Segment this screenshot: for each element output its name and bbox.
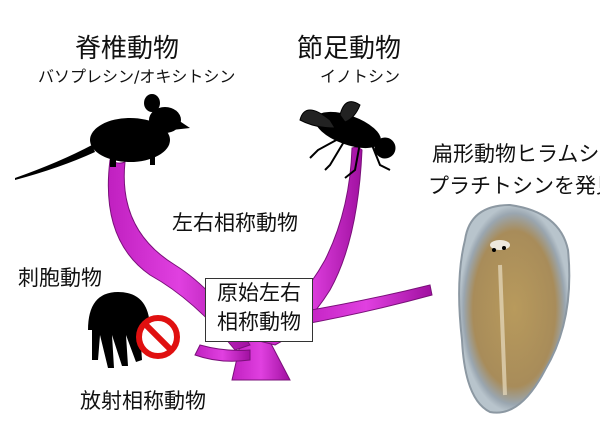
urbilateria-line2: 相称動物 [217,310,301,334]
branch-flatworm [299,284,433,326]
vertebrates-label: 脊椎動物 [75,34,180,64]
cnidaria-label: 刺胞動物 [18,266,102,290]
urbilateria-box: 原始左右 相称動物 [205,278,313,342]
flatworm-image [458,203,571,414]
vertebrates-hormone-label: バソプレシン/オキシトシン [38,67,236,86]
branch-cnidaria [194,344,251,362]
flatworm-label: 扁形動物ヒラムシ [432,142,600,166]
mouse-silhouette [15,94,190,180]
bilateria-label: 左右相称動物 [172,211,298,235]
urbilateria-line1: 原始左右 [217,281,301,305]
arthropods-label: 節足動物 [297,34,402,64]
prohibited-icon [136,315,180,359]
flatworm-discovery-label: プラチトシンを発見 [428,174,600,198]
jellyfish-silhouette [88,292,150,368]
arthropods-hormone-label: イノトシン [320,67,401,86]
fly-silhouette [299,101,396,179]
radiata-label: 放射相称動物 [80,389,206,413]
